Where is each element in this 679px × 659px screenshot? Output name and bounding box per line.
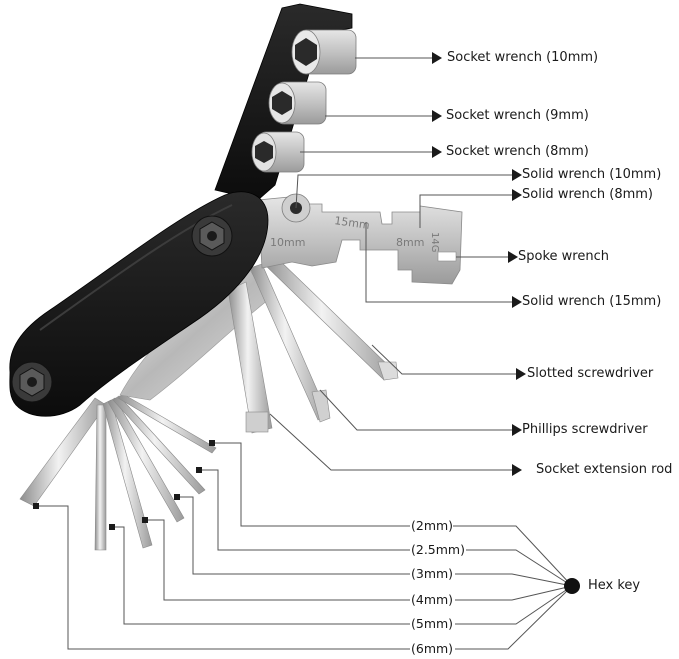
hex-key-5mm bbox=[94, 404, 107, 551]
sockets-tool bbox=[251, 29, 357, 223]
hex-size-6mm: (6mm) bbox=[411, 641, 454, 656]
hex-size-4mm: (4mm) bbox=[411, 592, 454, 607]
leader-lines bbox=[36, 57, 573, 650]
hex-keys-tool bbox=[19, 393, 217, 551]
screwdrivers-tool bbox=[227, 254, 399, 434]
arrow-solid-8 bbox=[512, 189, 522, 201]
arrow-slotted bbox=[516, 368, 526, 380]
hex-key-2-5mm bbox=[112, 395, 206, 495]
extension-rod-square-end bbox=[245, 411, 269, 433]
leader-phillips bbox=[319, 389, 512, 431]
label-phillips-screwdriver: Phillips screwdriver bbox=[522, 422, 648, 437]
hex-size-3mm: (3mm) bbox=[411, 566, 454, 581]
label-solid-wrench-10mm: Solid wrench (10mm) bbox=[522, 167, 662, 182]
hex-key-3mm bbox=[107, 397, 185, 523]
stamp-10mm: 10mm bbox=[270, 236, 305, 249]
label-socket-wrench-8mm: Socket wrench (8mm) bbox=[446, 144, 589, 159]
arrow-socket-8 bbox=[432, 146, 442, 158]
leader-hex-5 bbox=[112, 526, 410, 625]
leader-hex-6 bbox=[36, 505, 410, 650]
socket-9mm bbox=[268, 81, 327, 125]
handle-bolt-lower bbox=[11, 361, 53, 403]
leader-hex-4 bbox=[145, 519, 410, 601]
leader-dots bbox=[33, 440, 215, 530]
label-socket-extension-rod: Socket extension rod bbox=[536, 462, 673, 477]
dot-hex-2 bbox=[209, 440, 215, 446]
hex-size-2-5mm: (2.5mm) bbox=[411, 542, 465, 557]
label-hex-key: Hex key bbox=[588, 578, 641, 593]
dot-hex-6 bbox=[33, 503, 39, 509]
hex-key-4mm bbox=[102, 399, 153, 549]
stamp-15mm: 15mm bbox=[334, 214, 371, 232]
arrow-solid-10 bbox=[512, 169, 522, 181]
label-slotted-screwdriver: Slotted screwdriver bbox=[527, 366, 654, 381]
label-solid-wrench-8mm: Solid wrench (8mm) bbox=[522, 187, 654, 202]
hex-size-2mm: (2mm) bbox=[411, 518, 454, 533]
leader-fan-6 bbox=[455, 585, 573, 650]
solid-wrench-plate: 10mm 15mm 8mm 14G bbox=[257, 195, 463, 285]
arrow-phillips bbox=[512, 424, 522, 436]
arrow-extension bbox=[512, 464, 522, 476]
leader-solid-8 bbox=[419, 194, 512, 228]
leader-fan-4 bbox=[455, 585, 573, 601]
label-socket-wrench-10mm: Socket wrench (10mm) bbox=[447, 50, 599, 65]
stamp-14g: 14G bbox=[429, 232, 440, 252]
label-spoke-wrench: Spoke wrench bbox=[518, 249, 609, 264]
hex-size-5mm: (5mm) bbox=[411, 616, 454, 631]
solid-wrench-body bbox=[257, 195, 463, 285]
arrowheads bbox=[432, 52, 526, 476]
leader-hex-2 bbox=[212, 442, 410, 527]
label-solid-wrench-15mm: Solid wrench (15mm) bbox=[522, 294, 662, 309]
spoke-wrench-slot bbox=[437, 251, 457, 262]
stamp-8mm: 8mm bbox=[396, 236, 424, 249]
arrow-socket-10 bbox=[432, 52, 442, 64]
leader-hex-3 bbox=[177, 496, 410, 575]
leader-extension bbox=[269, 413, 512, 471]
hex-key-hub-dot bbox=[564, 578, 580, 594]
arrow-solid-15 bbox=[512, 296, 522, 308]
dot-hex-5 bbox=[109, 524, 115, 530]
socket-10mm bbox=[291, 29, 357, 75]
leader-fan-5 bbox=[455, 585, 573, 625]
leader-solid-10 bbox=[295, 174, 512, 209]
leader-slotted bbox=[371, 344, 516, 375]
leader-fan-2 bbox=[453, 525, 573, 587]
leader-fan-2-5 bbox=[466, 549, 573, 587]
dot-hex-2-5 bbox=[196, 467, 202, 473]
label-socket-wrench-9mm: Socket wrench (9mm) bbox=[446, 108, 589, 123]
leader-hex-2-5 bbox=[199, 469, 410, 551]
leader-solid-15 bbox=[365, 222, 512, 303]
socket-extension-rod bbox=[227, 281, 273, 434]
handle-bolt-upper bbox=[191, 215, 233, 257]
socket-8mm bbox=[251, 131, 305, 173]
dot-hex-3 bbox=[174, 494, 180, 500]
leader-fan-3 bbox=[455, 573, 573, 587]
dot-hex-4 bbox=[142, 517, 148, 523]
phillips-screwdriver-tip bbox=[311, 389, 331, 423]
arrow-socket-9 bbox=[432, 110, 442, 122]
arrow-spoke bbox=[508, 251, 518, 263]
